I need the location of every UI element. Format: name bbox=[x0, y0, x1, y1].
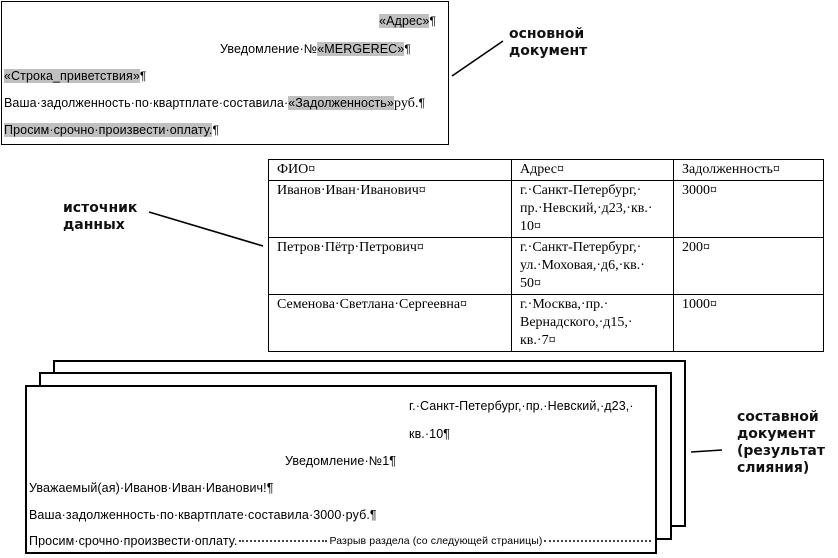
cell-fio: Иванов·Иван·Иванович¤ bbox=[268, 180, 512, 238]
data-source-label: источник данных bbox=[63, 200, 137, 234]
debt-suffix: руб. bbox=[393, 96, 419, 111]
pilcrow: ¶ bbox=[212, 123, 220, 137]
cell-debt: 1000¤ bbox=[673, 294, 824, 352]
section-break-dots bbox=[239, 540, 328, 542]
address-line: 50¤ bbox=[520, 276, 541, 291]
column-header-address: Адрес¤ bbox=[511, 159, 674, 181]
merge-field-greeting: «Строка_приветствия» bbox=[4, 69, 140, 83]
address-field-line: «Адрес»¶ bbox=[379, 12, 436, 30]
merge-field-mergerec: «MERGEREC» bbox=[317, 42, 405, 56]
column-header-debt: Задолженность¤ bbox=[673, 159, 824, 181]
cell-fio: Петров·Пётр·Петрович¤ bbox=[268, 237, 512, 295]
pilcrow: ¶ bbox=[139, 69, 147, 83]
merged-debt-line: Ваша·задолженность·по·квартплате·состави… bbox=[29, 508, 377, 522]
label-line: слияния) bbox=[737, 460, 810, 476]
label-line: документ bbox=[737, 426, 816, 442]
table-row: Петров·Пётр·Петрович¤ г.·Санкт-Петербург… bbox=[268, 237, 824, 295]
cell-address: г.·Москва,·пр.· Вернадского,·д15,· кв.·7… bbox=[511, 294, 674, 352]
label-line: основной bbox=[509, 26, 585, 42]
debt-prefix: Ваша·задолженность·по·квартплате·состави… bbox=[4, 96, 289, 110]
address-line: Вернадского,·д15,· bbox=[520, 315, 633, 330]
pilcrow: ¶ bbox=[418, 96, 426, 110]
section-break-dots bbox=[544, 540, 651, 542]
address-line: кв.·7¤ bbox=[520, 333, 556, 348]
main-document-label: основной документ bbox=[509, 26, 587, 60]
request-line: Просим·срочно·произвести·оплату.¶ bbox=[4, 121, 219, 139]
merged-greeting-line: Уважаемый(ая)·Иванов·Иван·Иванович!¶ bbox=[29, 481, 274, 495]
label-line: данных bbox=[63, 217, 125, 233]
label-line: источник bbox=[63, 200, 138, 216]
address-line: пр.·Невский,·д23,·кв.· bbox=[520, 201, 653, 216]
label-line: (результат bbox=[737, 443, 825, 459]
table-row: Иванов·Иван·Иванович¤ г.·Санкт-Петербург… bbox=[268, 180, 824, 238]
address-line: г.·Москва,·пр.· bbox=[520, 297, 609, 312]
address-line: г.·Санкт-Петербург,· bbox=[520, 183, 642, 198]
pilcrow: ¶ bbox=[404, 42, 411, 56]
connector-main-document bbox=[451, 40, 504, 77]
request-text: Просим·срочно·произвести·оплату. bbox=[4, 123, 213, 137]
address-line: г.·Санкт-Петербург,· bbox=[520, 240, 642, 255]
label-line: составной bbox=[737, 409, 819, 425]
merged-address-line-1: г.·Санкт-Петербург,·пр.·Невский,·д23,· bbox=[409, 399, 634, 413]
label-line: документ bbox=[509, 43, 588, 59]
merge-field-address: «Адрес» bbox=[379, 14, 430, 28]
cell-address: г.·Санкт-Петербург,· ул.·Моховая,·д6,·кв… bbox=[511, 237, 674, 295]
pilcrow: ¶ bbox=[429, 14, 436, 28]
address-line: 10¤ bbox=[520, 219, 541, 234]
column-header-fio: ФИО¤ bbox=[268, 159, 512, 181]
cell-address: г.·Санкт-Петербург,· пр.·Невский,·д23,·к… bbox=[511, 180, 674, 238]
merge-field-debt: «Задолженность» bbox=[288, 96, 394, 110]
merged-address-line-2: кв.·10¶ bbox=[409, 427, 451, 441]
notice-line: Уведомление·№«MERGEREC»¶ bbox=[220, 40, 411, 58]
table-header-row: ФИО¤ Адрес¤ Задолженность¤ bbox=[268, 159, 824, 181]
merged-request-line: Просим·срочно·произвести·оплату. Разрыв … bbox=[29, 532, 653, 550]
merged-notice-line: Уведомление·№1¶ bbox=[285, 454, 397, 468]
notice-prefix: Уведомление·№ bbox=[220, 42, 318, 56]
debt-line: Ваша·задолженность·по·квартплате·состави… bbox=[4, 94, 425, 113]
connector-merged-document bbox=[690, 449, 723, 453]
cell-fio: Семенова·Светлана·Сергеевна¤ bbox=[268, 294, 512, 352]
main-document: «Адрес»¶ Уведомление·№«MERGEREC»¶ «Строк… bbox=[1, 1, 449, 145]
connector-data-source bbox=[148, 211, 264, 247]
merged-page-1: г.·Санкт-Петербург,·пр.·Невский,·д23,· к… bbox=[25, 385, 657, 554]
cell-debt: 3000¤ bbox=[673, 180, 824, 238]
table-row: Семенова·Светлана·Сергеевна¤ г.·Москва,·… bbox=[268, 294, 824, 352]
cell-debt: 200¤ bbox=[673, 237, 824, 295]
merged-request-text: Просим·срочно·произвести·оплату. bbox=[29, 534, 238, 548]
address-line: ул.·Моховая,·д6,·кв.· bbox=[520, 258, 645, 273]
merged-document-label: составной документ (результат слияния) bbox=[737, 409, 825, 477]
greeting-line: «Строка_приветствия»¶ bbox=[4, 67, 146, 85]
section-break-label: Разрыв раздела (со следующей страницы) bbox=[329, 535, 543, 547]
data-source-table: ФИО¤ Адрес¤ Задолженность¤ Иванов·Иван·И… bbox=[268, 159, 824, 352]
